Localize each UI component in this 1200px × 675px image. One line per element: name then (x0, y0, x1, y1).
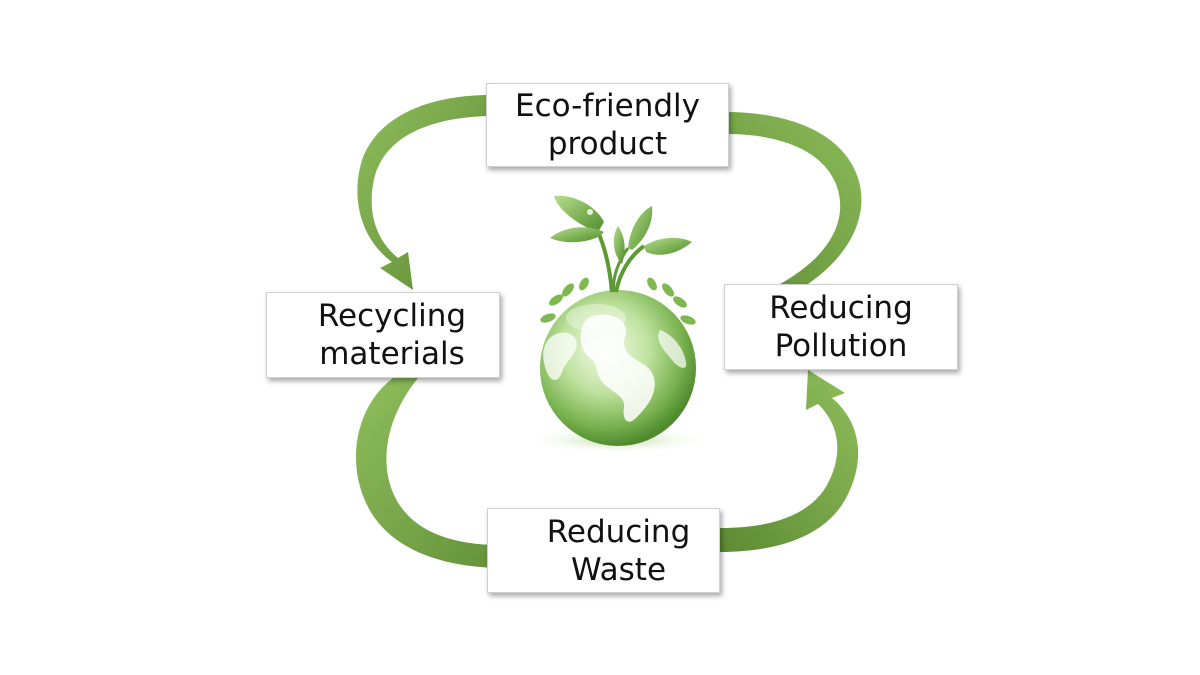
node-label-line: Recycling (317, 298, 467, 334)
node-label-line: Reducing (769, 290, 913, 326)
node-label-line: Waste (570, 551, 667, 588)
globe-with-sprout-icon (523, 195, 713, 454)
node-recycling-materials: Recycling materials (266, 292, 500, 378)
node-label-line: Pollution (774, 328, 908, 364)
node-label-line: materials (319, 336, 465, 372)
arrow-waste-to-pollution (720, 370, 859, 552)
node-reducing-pollution: Reducing Pollution (724, 284, 958, 370)
node-reducing-waste: Reducing Waste (487, 508, 720, 593)
node-label-line: product (547, 126, 668, 162)
node-eco-friendly-product: Eco-friendly product (486, 83, 729, 167)
node-label-line: Reducing (546, 513, 691, 550)
arrow-recycling-to-waste (355, 378, 545, 583)
arrow-pollution-to-eco (690, 98, 862, 284)
arrow-eco-to-recycling (357, 95, 486, 290)
node-label-line: Eco-friendly (515, 88, 700, 124)
